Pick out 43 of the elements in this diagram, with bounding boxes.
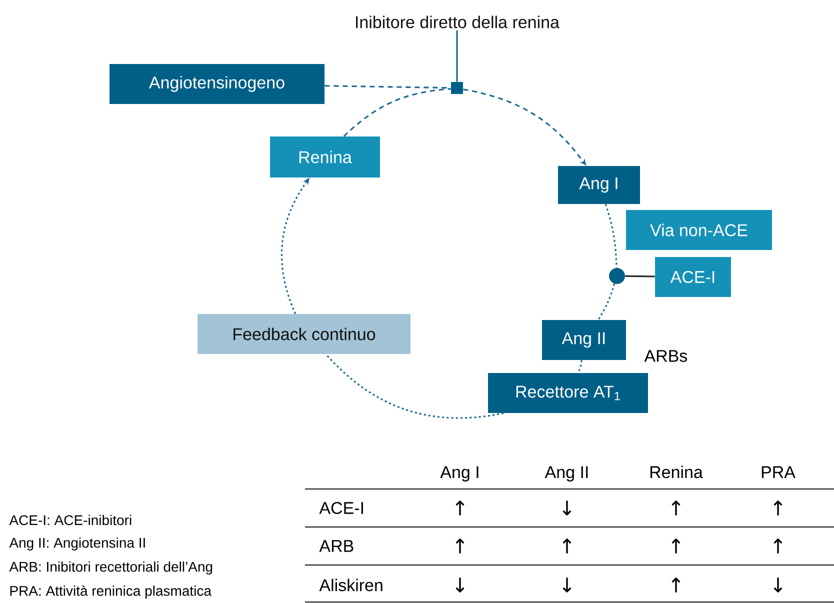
process-box: Via non-ACE (626, 210, 772, 250)
leader-line (456, 30, 458, 82)
annotation-text: ARBs (644, 350, 688, 362)
column-header: Ang II (544, 466, 588, 482)
table-arrow: ↑ (562, 538, 572, 554)
table-arrow: ↑ (672, 538, 680, 554)
connector (343, 88, 451, 137)
connector (324, 85, 451, 89)
table-arrow: ↑ (774, 538, 782, 554)
row-header: ACE-I (319, 502, 363, 514)
process-box: ACE-I (655, 257, 731, 297)
table-arrow: ↓ (562, 500, 572, 516)
abbreviation-note: Ang II: Angiotensina II (9, 537, 145, 551)
connector (325, 354, 504, 419)
table-arrow: ↑ (456, 500, 464, 516)
table-arrow: ↓ (456, 578, 464, 592)
connector (598, 284, 616, 320)
inhibitor-marker (451, 82, 463, 94)
process-box: Recettore AT$_{1}$ (488, 373, 648, 413)
process-box: Ang II (542, 320, 626, 360)
table-arrow: ↓ (562, 578, 572, 592)
annotation-text: Inibitore diretto della renina (356, 16, 560, 28)
connector (604, 204, 618, 268)
inhibitor-dot (609, 268, 625, 284)
process-box: Ang I (558, 166, 640, 204)
process-box: Angiotensinogeno (110, 64, 324, 104)
process-box: Renina (270, 136, 380, 178)
column-header: Ang I (440, 466, 478, 482)
table-arrow: ↓ (774, 578, 782, 592)
connector (577, 360, 582, 374)
process-box: Feedback continuo (198, 314, 410, 354)
column-header: Renina (650, 466, 703, 478)
row-header: ARB (319, 540, 354, 552)
leader-line (625, 275, 655, 278)
row-header: Aliskiren (319, 578, 382, 592)
abbreviation-note: ACE-I: ACE-inibitori (9, 514, 132, 526)
table-arrow: ↑ (672, 578, 680, 592)
table-arrow: ↑ (456, 538, 464, 554)
table-arrow: ↑ (672, 500, 680, 516)
abbreviation-note: ARB: Inibitori recettoriali dell’Ang (9, 561, 212, 575)
table-arrow: ↑ (774, 500, 782, 516)
abbreviation-note: PRA: Attività reninica plasmatica (10, 585, 212, 599)
column-header: PRA (762, 466, 796, 478)
